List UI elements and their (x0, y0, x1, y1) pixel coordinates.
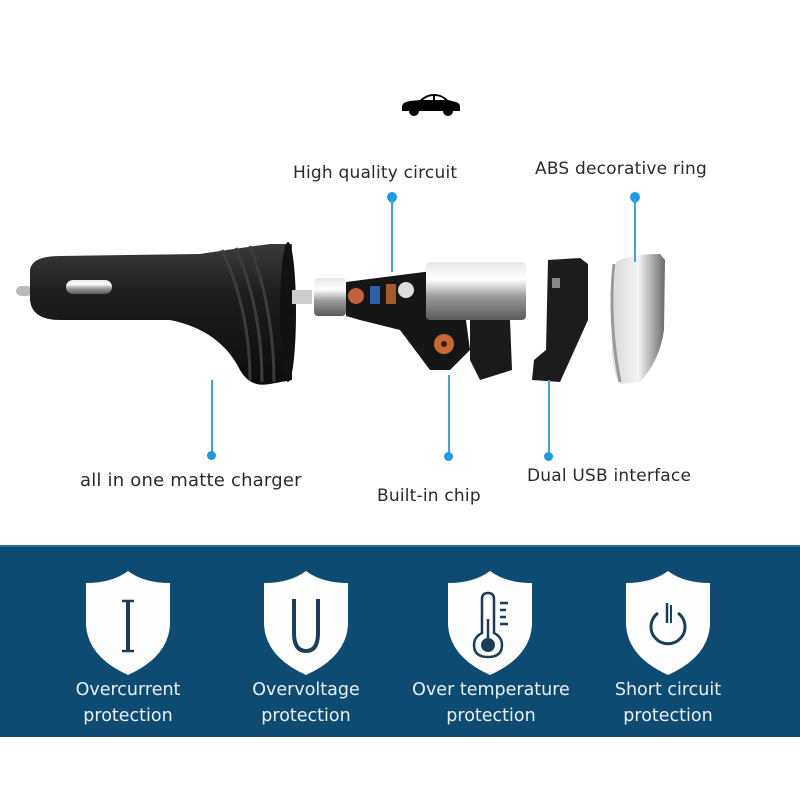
pointer-line (448, 375, 450, 453)
pointer-line (211, 380, 213, 452)
usb-module (532, 258, 588, 382)
thermometer-icon (448, 571, 532, 675)
feature-label: Short circuit protection (614, 680, 722, 726)
pointer-dot (544, 452, 553, 461)
label-built-in-chip: Built-in chip (377, 486, 481, 506)
feature-overcurrent: Overcurrent protection (38, 547, 218, 739)
label-high-quality-circuit: High quality circuit (293, 163, 458, 183)
label-all-in-one-matte-charger: all in one matte charger (80, 470, 302, 491)
feature-overvoltage: Overvoltage protection (216, 547, 396, 739)
car-icon (402, 94, 460, 116)
current-i-icon (86, 571, 170, 675)
charger-body (30, 242, 296, 385)
power-icon (626, 571, 710, 675)
feature-over-temperature: Over temperature protection (396, 547, 586, 739)
feature-label: Overvoltage protection (252, 680, 360, 726)
feature-label: Over temperature protection (412, 680, 570, 726)
label-dual-usb-interface: Dual USB interface (527, 466, 692, 486)
charger-exploded-illustration (16, 242, 665, 385)
pointer-line (634, 198, 636, 262)
pointer-line (548, 380, 550, 453)
feature-label: Overcurrent protection (75, 680, 181, 726)
pointer-line (391, 198, 393, 272)
spring-contact (292, 290, 312, 304)
feature-short-circuit: Short circuit protection (578, 547, 758, 739)
metal-housing (426, 262, 526, 320)
decorative-ring (610, 254, 665, 384)
voltage-u-icon (264, 571, 348, 675)
label-abs-decorative-ring: ABS decorative ring (535, 159, 707, 179)
pointer-dot (444, 452, 453, 461)
pointer-dot (207, 451, 216, 460)
charger-tip (16, 286, 32, 296)
protection-features-banner: Overcurrent protection Overvoltage prote… (0, 545, 800, 737)
